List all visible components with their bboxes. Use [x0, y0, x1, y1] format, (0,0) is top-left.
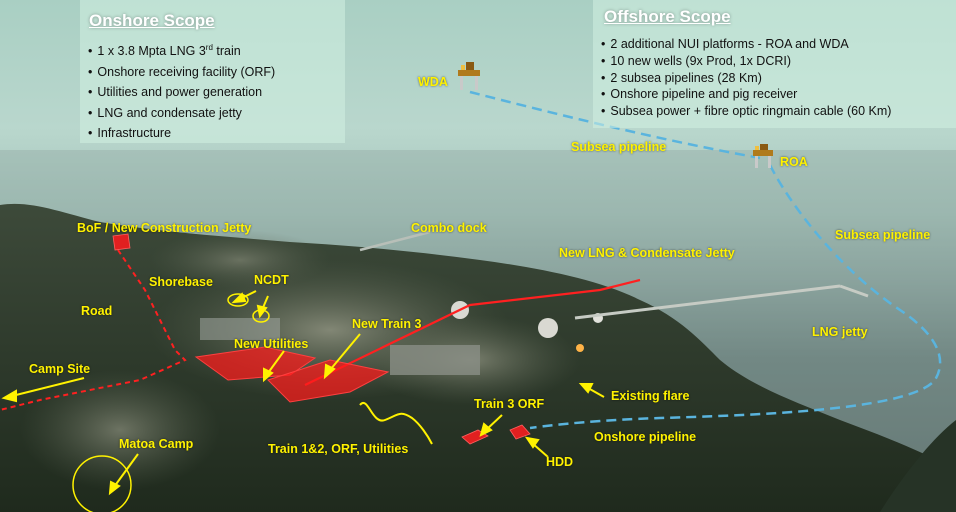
label-hdd: HDD	[546, 455, 574, 469]
label-new-utilities: New Utilities	[234, 337, 309, 351]
onshore-item: 1 x 3.8 Mpta LNG 3rd train	[88, 38, 275, 62]
label-ncdt: NCDT	[254, 273, 289, 287]
onshore-item: Infrastructure	[88, 123, 275, 144]
offshore-item: 2 subsea pipelines (28 Km)	[601, 70, 891, 87]
onshore-item: Onshore receiving facility (ORF)	[88, 62, 275, 83]
label-lng-jetty: LNG jetty	[812, 325, 868, 339]
onshore-scope-list: 1 x 3.8 Mpta LNG 3rd train Onshore recei…	[88, 38, 275, 144]
label-matoa-camp: Matoa Camp	[119, 437, 194, 451]
platform-icon	[753, 144, 773, 168]
arrow-icon	[1, 290, 605, 496]
label-new-lng-jetty: New LNG & Condensate Jetty	[559, 246, 735, 260]
label-road: Road	[81, 304, 113, 318]
label-subsea-pipeline-2: Subsea pipeline	[835, 228, 931, 242]
offshore-item: 2 additional NUI platforms - ROA and WDA	[601, 36, 891, 53]
offshore-item: Subsea power + fibre optic ringmain cabl…	[601, 103, 891, 120]
offshore-item: Onshore pipeline and pig receiver	[601, 86, 891, 103]
label-roa: ROA	[780, 155, 808, 169]
offshore-scope-list: 2 additional NUI platforms - ROA and WDA…	[601, 36, 891, 120]
label-existing-flare: Existing flare	[611, 389, 690, 403]
onshore-scope-title: Onshore Scope	[89, 11, 215, 30]
new-jetty-route	[304, 278, 641, 386]
offshore-scope-title: Offshore Scope	[604, 7, 731, 26]
new-utilities-area	[194, 346, 317, 381]
label-onshore-pipeline: Onshore pipeline	[594, 430, 697, 444]
label-camp-site: Camp Site	[29, 362, 91, 376]
label-bof-jetty: BoF / New Construction Jetty	[77, 221, 252, 235]
subsea-pipeline-roa-shore	[529, 164, 942, 430]
label-wda: WDA	[418, 75, 448, 89]
hdd-marker	[509, 424, 531, 440]
offshore-item: 10 new wells (9x Prod, 1x DCRI)	[601, 53, 891, 70]
label-shorebase: Shorebase	[149, 275, 213, 289]
road-route	[0, 249, 187, 411]
bof-jetty-marker	[112, 233, 131, 251]
label-combo-dock: Combo dock	[411, 221, 487, 235]
onshore-item: LNG and condensate jetty	[88, 103, 275, 124]
label-subsea-pipeline-1: Subsea pipeline	[571, 140, 667, 154]
label-train3-orf: Train 3 ORF	[474, 397, 545, 411]
label-new-train3: New Train 3	[352, 317, 422, 331]
platform-icon	[458, 62, 480, 90]
onshore-item: Utilities and power generation	[88, 82, 275, 103]
label-train12: Train 1&2, ORF, Utilities	[268, 442, 409, 456]
new-train3-area	[267, 359, 390, 403]
